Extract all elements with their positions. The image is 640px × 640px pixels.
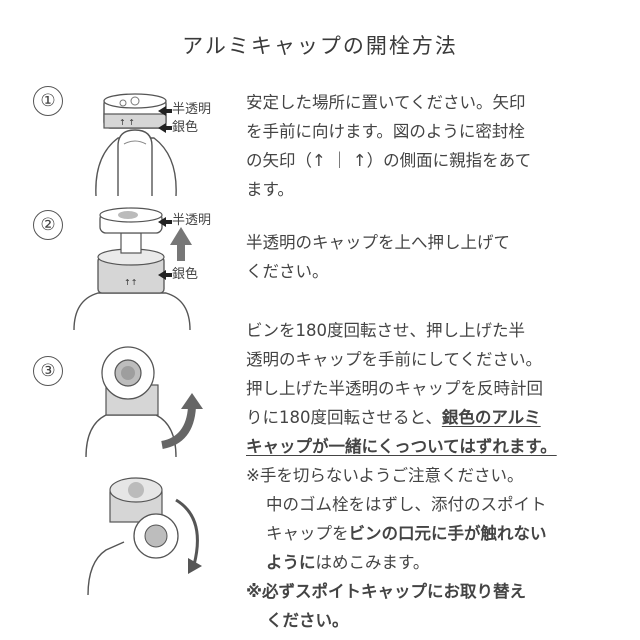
page-title: アルミキャップの開栓方法 bbox=[182, 34, 458, 58]
step-3-line: ビンを180度回転させ、押し上げた半 bbox=[246, 321, 525, 340]
step-3-line: キャップが一緒にくっついてはずれます。 bbox=[246, 432, 557, 461]
step-3-illustration-top bbox=[85, 346, 203, 457]
svg-text:↑↑: ↑↑ bbox=[124, 278, 137, 287]
step-2-line: ください。 bbox=[246, 262, 329, 281]
step-1-line: ます。 bbox=[246, 180, 294, 199]
step-1-line: 安定した場所に置いてください。矢印 bbox=[246, 93, 526, 112]
step-3-highlight: キャップが一緒にくっついてはずれます。 bbox=[246, 437, 557, 456]
svg-text:↑ ↑: ↑ ↑ bbox=[119, 118, 135, 127]
step-3-line: 押し上げた半透明のキャップを反時計回 bbox=[246, 379, 543, 398]
note-bold: ように bbox=[266, 553, 316, 572]
step-3-highlight: 銀色のアルミ bbox=[441, 408, 541, 427]
note-line: キャップをビンの口元に手が触れない bbox=[246, 519, 557, 548]
note-line: 中のゴム栓をはずし、添付のスポイト bbox=[266, 495, 547, 514]
step-2-text: 半透明のキャップを上へ押し上げて ください。 bbox=[246, 228, 510, 286]
note-line: ようにはめこみます。 bbox=[246, 548, 557, 577]
step-1-illustration: ↑ ↑ bbox=[95, 93, 177, 196]
note-plain: キャップを bbox=[266, 524, 349, 543]
label-translucent-2: 半透明 bbox=[172, 213, 212, 228]
caution-note: ※手を切らないようご注意ください。 bbox=[246, 466, 524, 485]
step-3-illustration-bottom bbox=[87, 477, 202, 595]
label-silver-2: 銀色 bbox=[172, 267, 199, 282]
step-2-line: 半透明のキャップを上へ押し上げて bbox=[246, 233, 510, 252]
step-1-text: 安定した場所に置いてください。矢印 を手前に向けます。図のように密封栓 の矢印（… bbox=[246, 88, 531, 204]
note-bold: ビンの口元に手が触れない bbox=[348, 524, 547, 543]
step-1-number: ① bbox=[33, 86, 63, 116]
required-note-cont: ください。 bbox=[266, 611, 349, 630]
note-plain: はめこみます。 bbox=[315, 553, 430, 572]
step-2-illustration: ↑↑ bbox=[73, 207, 192, 330]
step-3-line: りに180度回転させると、銀色のアルミ bbox=[246, 403, 557, 432]
step-3-text: ビンを180度回転させ、押し上げた半 透明のキャップを手前にしてください。 押し… bbox=[246, 316, 557, 635]
step-1-line: の矢印（↑ ｜ ↑）の側面に親指をあて bbox=[246, 151, 532, 170]
step-2-number: ② bbox=[33, 210, 63, 240]
step-3-line: 透明のキャップを手前にしてください。 bbox=[246, 350, 543, 369]
step-1-line: を手前に向けます。図のように密封栓 bbox=[246, 122, 525, 141]
step-3-number: ③ bbox=[33, 356, 63, 386]
label-translucent-1: 半透明 bbox=[172, 102, 212, 117]
step-3-line-plain: りに180度回転させると、 bbox=[246, 408, 442, 427]
required-note: ※必ずスポイトキャップにお取り替え bbox=[246, 582, 527, 601]
label-silver-1: 銀色 bbox=[172, 120, 199, 135]
